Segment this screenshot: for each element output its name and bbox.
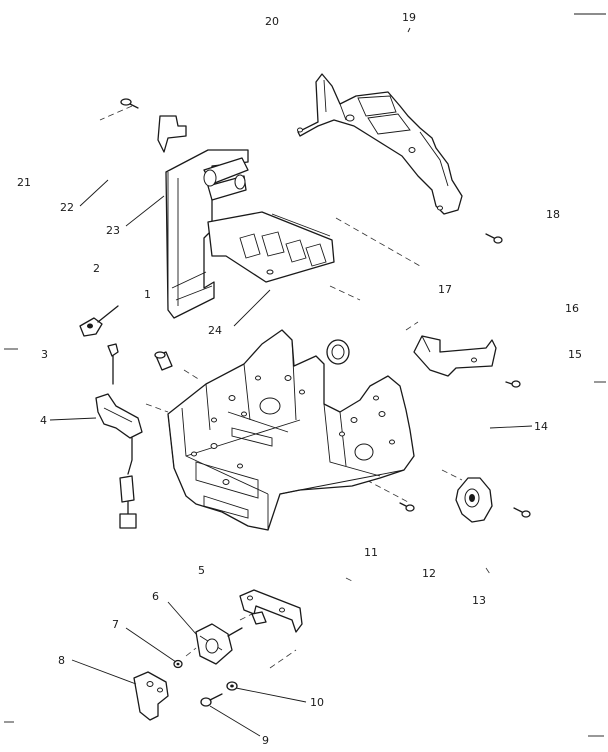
callout-19: 19	[402, 11, 416, 24]
callout-23: 23	[106, 224, 120, 237]
callout-2: 2	[93, 262, 100, 275]
callout-11: 11	[364, 546, 378, 559]
margin-marks	[4, 13, 606, 737]
part-9-screw	[200, 693, 223, 707]
callout-17: 17	[438, 283, 452, 296]
callout-5: 5	[198, 564, 205, 577]
callout-6: 6	[152, 590, 159, 603]
bushing	[154, 351, 173, 371]
callout-9: 9	[262, 734, 269, 747]
callout-10: 10	[310, 696, 324, 709]
main-chassis	[167, 329, 415, 531]
part-23-motor-bracket	[157, 115, 335, 319]
callout-22: 22	[60, 201, 74, 214]
callout-8: 8	[58, 654, 65, 667]
callout-21: 21	[17, 176, 31, 189]
callout-3: 3	[41, 348, 48, 361]
callout-labels: 20 19 21 22 18 23 2 17 1 16 24 3 15 4 14…	[17, 11, 582, 747]
callout-16: 16	[565, 302, 579, 315]
callout-15: 15	[568, 348, 582, 361]
callout-20: 20	[265, 15, 279, 28]
callout-1: 1	[144, 288, 151, 301]
screws	[399, 233, 531, 518]
part-22-screw	[120, 98, 139, 109]
callout-13: 13	[472, 594, 486, 607]
part-10-washer	[226, 681, 238, 691]
callout-12: 12	[422, 567, 436, 580]
part-5-shaft-bracket	[239, 589, 303, 633]
part-7-nut	[173, 659, 183, 669]
callout-18: 18	[546, 208, 560, 221]
part-6-motor	[195, 623, 243, 665]
part-8-mount-plate	[133, 671, 169, 721]
callout-7: 7	[112, 618, 119, 631]
callout-14: 14	[534, 420, 548, 433]
part-15-bracket	[413, 335, 497, 377]
part-13-cap	[455, 477, 493, 523]
callout-24: 24	[208, 324, 222, 337]
ring	[326, 339, 350, 365]
part-4-sensor-bracket	[95, 343, 143, 529]
part-19-top-bracket	[297, 73, 463, 215]
callout-4: 4	[40, 414, 47, 427]
leader-lines	[49, 27, 533, 737]
part-3-clip	[79, 305, 119, 337]
